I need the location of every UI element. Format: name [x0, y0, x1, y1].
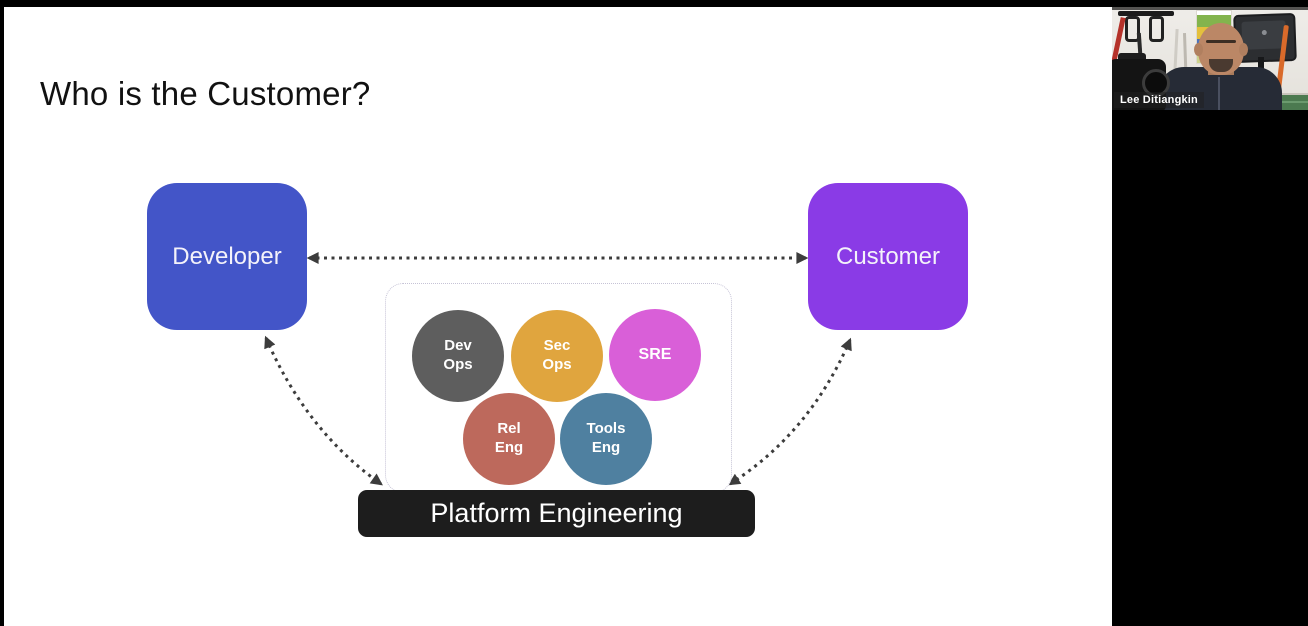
- team-circle-releng: Rel Eng: [463, 393, 555, 485]
- slide-title: Who is the Customer?: [40, 75, 371, 112]
- meeting-side-panel: Lee Ditiangkin: [1112, 0, 1308, 626]
- camera-equipment: [1118, 53, 1146, 63]
- team-circle-toolseng: Tools Eng: [560, 393, 652, 485]
- exercise-handle: [1125, 16, 1140, 42]
- team-circle-devops: Dev Ops: [412, 310, 504, 402]
- person-ear: [1194, 43, 1203, 56]
- arrow-developer-platform: [264, 335, 383, 486]
- participant-name-label: Lee Ditiangkin: [1114, 92, 1204, 108]
- participant-video-tile[interactable]: Lee Ditiangkin: [1112, 7, 1308, 110]
- developer-node: Developer: [147, 183, 307, 330]
- platform-engineering-label: Platform Engineering: [430, 498, 683, 528]
- arrow-customer-platform: [727, 337, 852, 486]
- connector-arrows: [264, 252, 852, 486]
- person-brows: [1206, 40, 1236, 43]
- wall-rack: [1118, 11, 1174, 16]
- person-goatee: [1209, 59, 1233, 72]
- presentation-slide: Who is the Customer? Developer Customer …: [4, 7, 1112, 626]
- exercise-handle: [1149, 16, 1164, 42]
- team-circle-sre: SRE: [609, 309, 701, 401]
- developer-label: Developer: [172, 242, 282, 270]
- customer-label: Customer: [835, 242, 941, 270]
- team-circle-secops: Sec Ops: [511, 310, 603, 402]
- customer-node: Customer: [808, 183, 968, 330]
- video-top-shadow: [1112, 7, 1308, 10]
- jacket-zipper: [1218, 77, 1220, 110]
- platform-engineering-bar: Platform Engineering: [358, 490, 755, 537]
- person-ear: [1239, 43, 1248, 56]
